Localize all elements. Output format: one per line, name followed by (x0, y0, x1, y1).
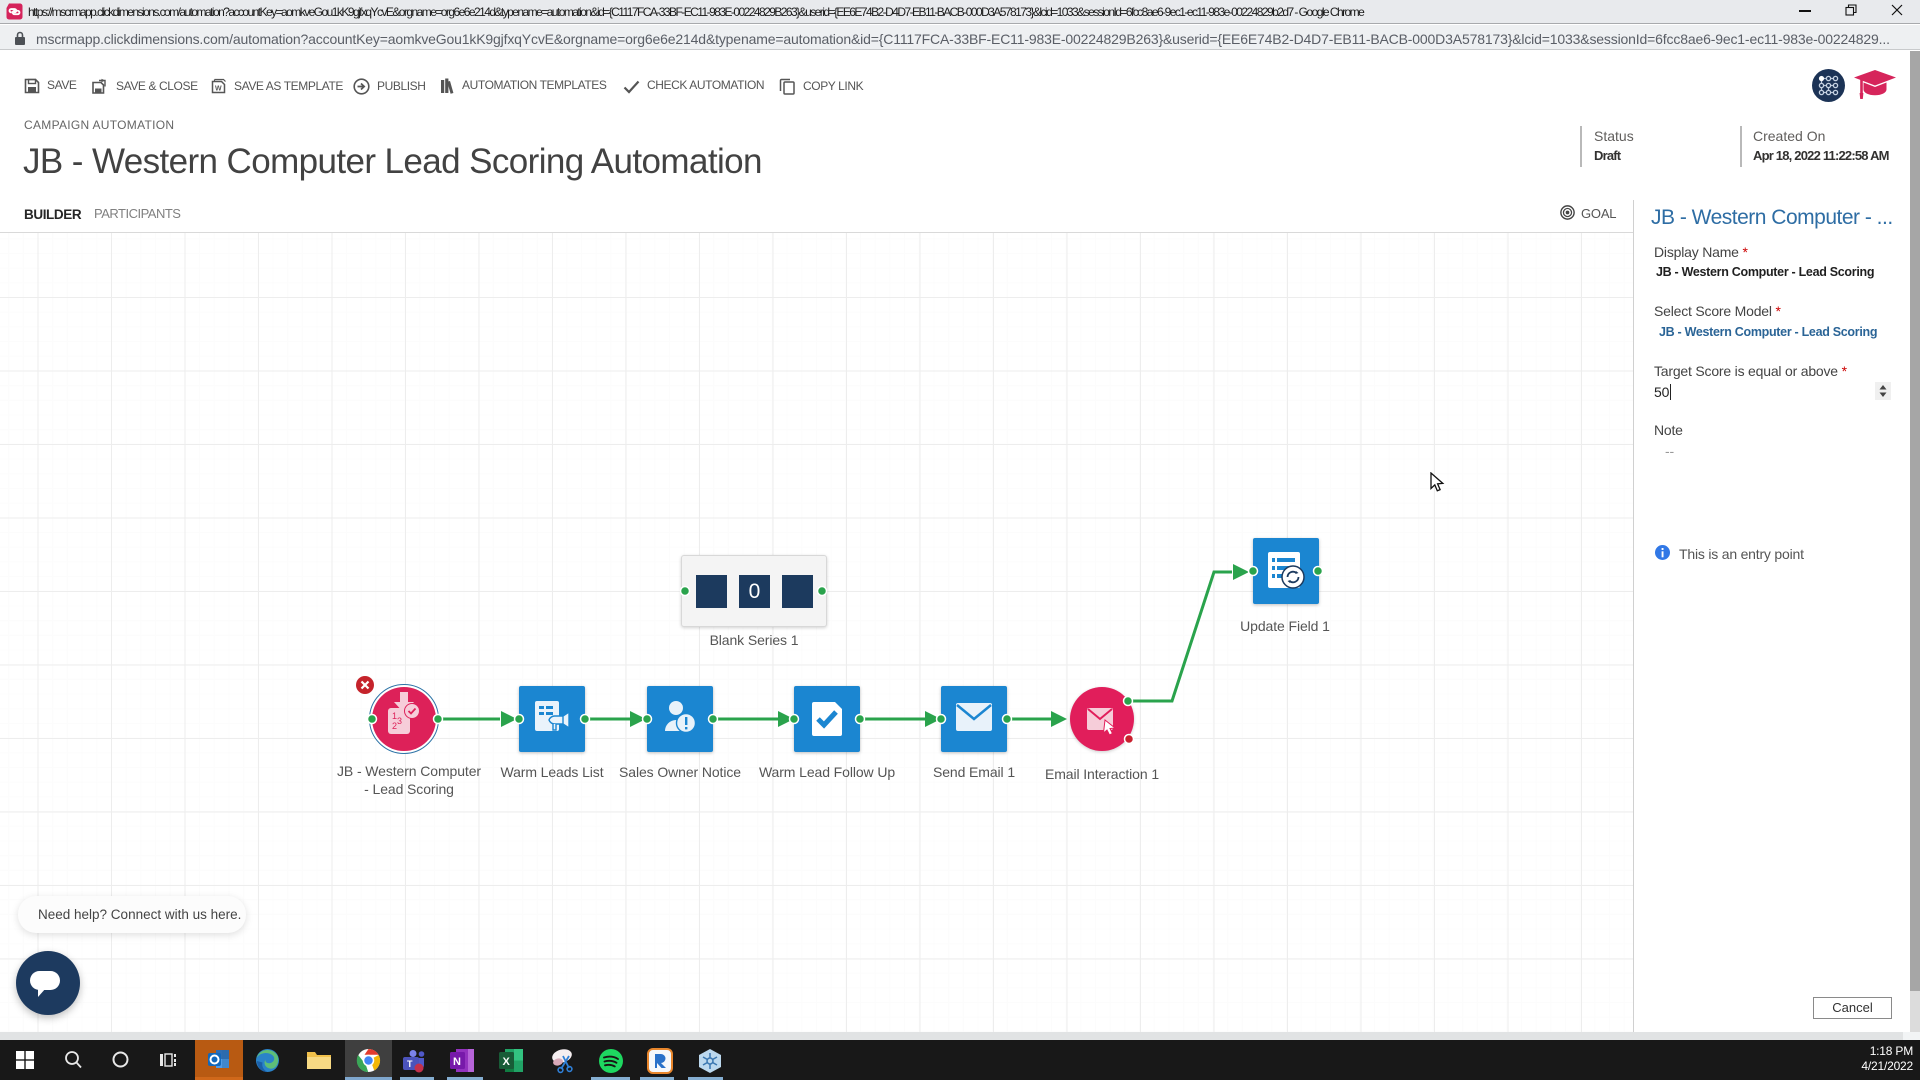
svg-text:2: 2 (392, 721, 397, 731)
svg-text:X: X (503, 1056, 511, 1068)
svg-text:T: T (407, 1059, 413, 1069)
svg-text:N: N (453, 1056, 461, 1068)
svg-text:3: 3 (397, 716, 402, 726)
svg-text:1: 1 (392, 711, 397, 721)
svg-text:W: W (215, 86, 222, 93)
